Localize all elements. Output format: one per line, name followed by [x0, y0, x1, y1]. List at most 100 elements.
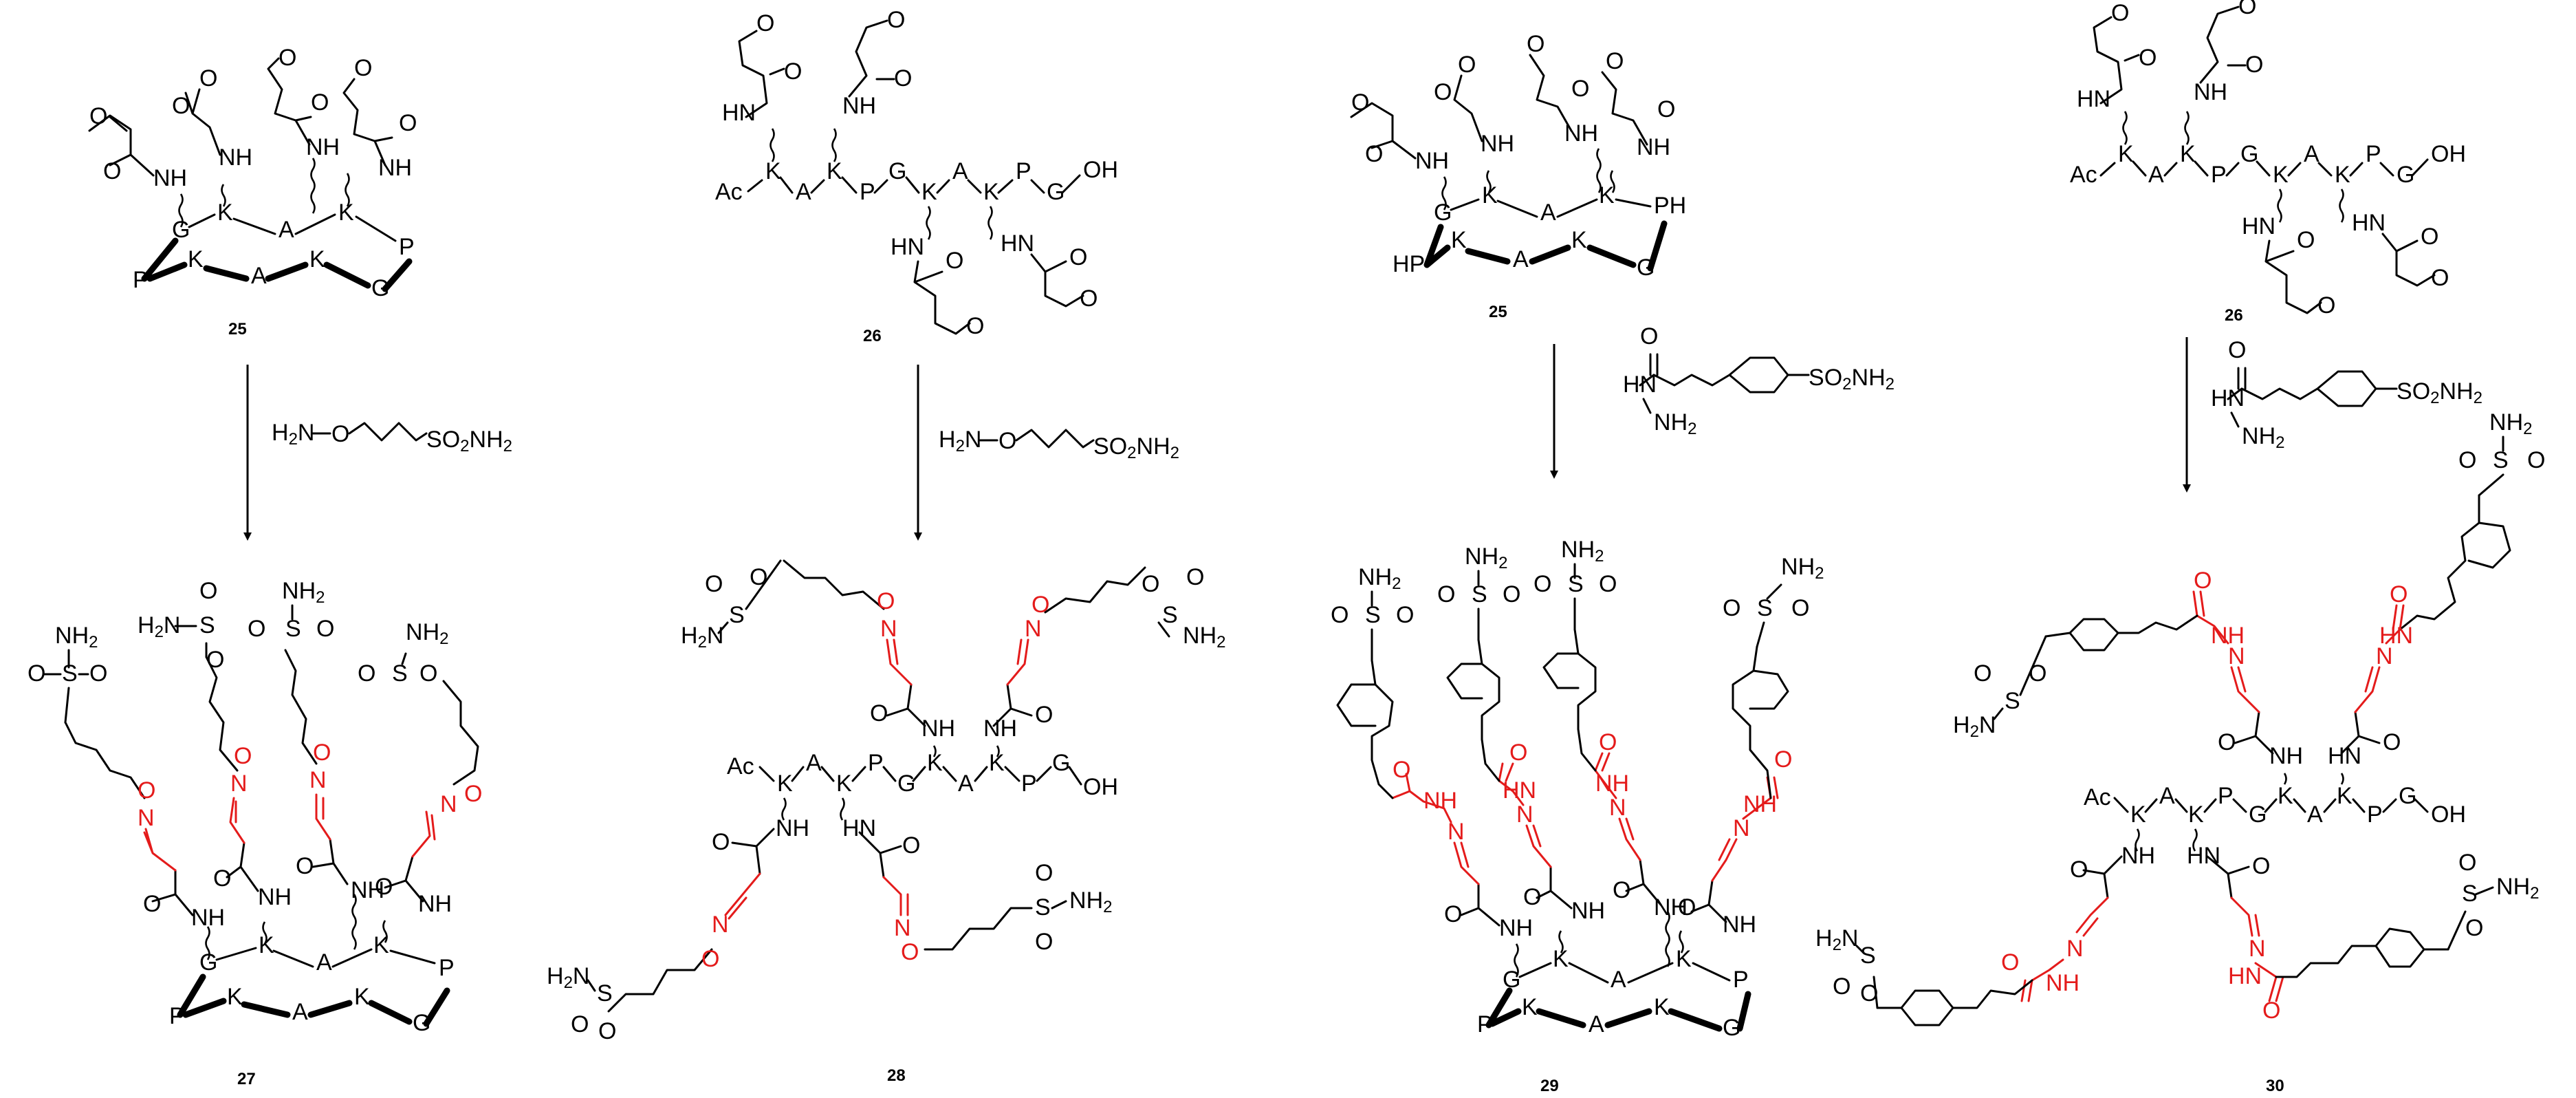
- atom-NH2: NH2: [1781, 554, 1824, 583]
- atom-O: O: [1678, 894, 1696, 921]
- atom-S: S: [2462, 881, 2478, 907]
- atom-O: O: [1365, 141, 1383, 167]
- compound-26-top-second: Ac K A K P G K A K P G OH HN O O NH O O …: [715, 7, 1118, 345]
- atom-H2N: H2N: [138, 612, 180, 641]
- atom-A: A: [1513, 246, 1529, 272]
- atom-K: K: [2130, 801, 2146, 828]
- atom-O: O: [206, 647, 224, 673]
- atom-K: K: [989, 750, 1005, 776]
- atom-K: K: [354, 984, 370, 1010]
- reagent-nh2: NH2: [1654, 409, 1696, 438]
- atom-NH2: NH2: [1561, 537, 1604, 566]
- atom-O: O: [1069, 244, 1087, 270]
- atom-K: K: [1599, 182, 1615, 208]
- atom-K: K: [227, 984, 243, 1010]
- atom-A: A: [2307, 801, 2323, 828]
- atom-O: O: [199, 65, 217, 92]
- atom-NH: NH: [2269, 743, 2303, 769]
- atom-HN: HN: [842, 815, 876, 841]
- atom-O: O: [103, 158, 121, 184]
- atom-HN: HN: [2187, 843, 2220, 869]
- atom-K: K: [338, 200, 354, 226]
- atom-O: O: [2194, 568, 2212, 594]
- atom-NH2: NH2: [1183, 623, 1225, 652]
- atom-A: A: [806, 750, 822, 776]
- atom-S: S: [1568, 571, 1584, 597]
- atom-NH: NH: [1564, 120, 1598, 147]
- reagent-o: O: [1640, 323, 1658, 349]
- atom-G: G: [2240, 141, 2258, 167]
- atom-O: O: [296, 853, 314, 879]
- atom-O: O: [1080, 286, 1098, 312]
- atom-O: O: [701, 946, 719, 972]
- atom-K: K: [921, 179, 937, 205]
- compound-number: 26: [2225, 306, 2243, 325]
- atom-O: O: [1434, 79, 1452, 105]
- atom-K: K: [1654, 994, 1670, 1020]
- atom-S: S: [1365, 602, 1381, 628]
- atom-O: O: [279, 45, 296, 71]
- atom-NH: NH: [418, 891, 452, 917]
- atom-K: K: [2180, 141, 2196, 167]
- atom-O: O: [1035, 929, 1053, 955]
- atom-K: K: [309, 246, 325, 272]
- atom-P: P: [2366, 141, 2381, 167]
- atom-NH2: NH2: [1465, 543, 1507, 572]
- atom-O: O: [2139, 45, 2157, 71]
- atom-O: O: [375, 874, 393, 900]
- atom-NH2: NH2: [55, 623, 98, 652]
- reagent-so2nh2: SO2NH2: [426, 427, 512, 455]
- atom-A: A: [958, 771, 974, 797]
- atom-NH: NH: [153, 165, 187, 191]
- atom-O: O: [1533, 571, 1551, 597]
- atom-O: O: [2465, 915, 2483, 941]
- atom-S: S: [1472, 581, 1487, 607]
- atom-N: N: [1025, 616, 1042, 642]
- atom-Ac: Ac: [2084, 784, 2111, 810]
- atom-O: O: [901, 939, 919, 965]
- atom-O: O: [705, 571, 723, 597]
- atom-NH2: NH2: [282, 578, 325, 607]
- atom-NH2: NH2: [1358, 564, 1401, 593]
- atom-O: O: [2297, 227, 2315, 253]
- atom-OH: OH: [1083, 157, 1118, 183]
- atom-K: K: [2188, 801, 2204, 828]
- atom-A: A: [952, 158, 968, 184]
- atom-O: O: [946, 248, 963, 274]
- compound-26-top-fourth: Ac K A K P G K A K P G OH HN O O NH O O …: [2070, 0, 2466, 325]
- atom-K: K: [983, 179, 999, 205]
- atom-NH: NH: [921, 715, 955, 742]
- atom-HN: HN: [2328, 743, 2361, 769]
- compound-25-top-third: G K A K PH HP K A K G NH NH NH NH O O O …: [1350, 31, 1686, 321]
- atom-N: N: [2376, 643, 2393, 669]
- atom-K: K: [836, 771, 852, 797]
- atom-O: O: [89, 103, 107, 129]
- atom-S: S: [1860, 943, 1876, 969]
- atom-O: O: [870, 700, 888, 726]
- atom-S: S: [2005, 688, 2020, 714]
- atom-K: K: [373, 932, 389, 958]
- atom-O: O: [248, 616, 265, 642]
- compound-29: G K A K P P K A K G NH NH NH NH O N NH O…: [1331, 537, 1824, 1095]
- atom-O: O: [2252, 853, 2270, 879]
- atom-O: O: [1523, 884, 1541, 910]
- atom-P: P: [399, 234, 415, 260]
- compound-number: 25: [1489, 303, 1507, 321]
- atom-O: O: [1458, 52, 1476, 78]
- atom-O: O: [2431, 265, 2449, 291]
- atom-S: S: [285, 616, 301, 642]
- atom-O: O: [1351, 89, 1369, 116]
- atom-K: K: [217, 200, 233, 226]
- atom-G: G: [2399, 783, 2416, 809]
- atom-HN: HN: [2352, 210, 2386, 236]
- atom-O: O: [2001, 949, 2019, 976]
- compound-28: Ac K A K P G K A K P G OH NH HN NH NH O …: [547, 559, 1225, 1085]
- atom-O: O: [750, 564, 767, 590]
- atom-O: O: [2029, 660, 2046, 687]
- atom-HN: HN: [2379, 623, 2413, 649]
- reagent-h2n: H2N: [939, 427, 981, 455]
- atom-O: O: [2070, 857, 2088, 883]
- atom-O: O: [1571, 76, 1589, 102]
- reagent-so2nh2: SO2NH2: [1809, 365, 1895, 394]
- atom-O: O: [138, 777, 155, 804]
